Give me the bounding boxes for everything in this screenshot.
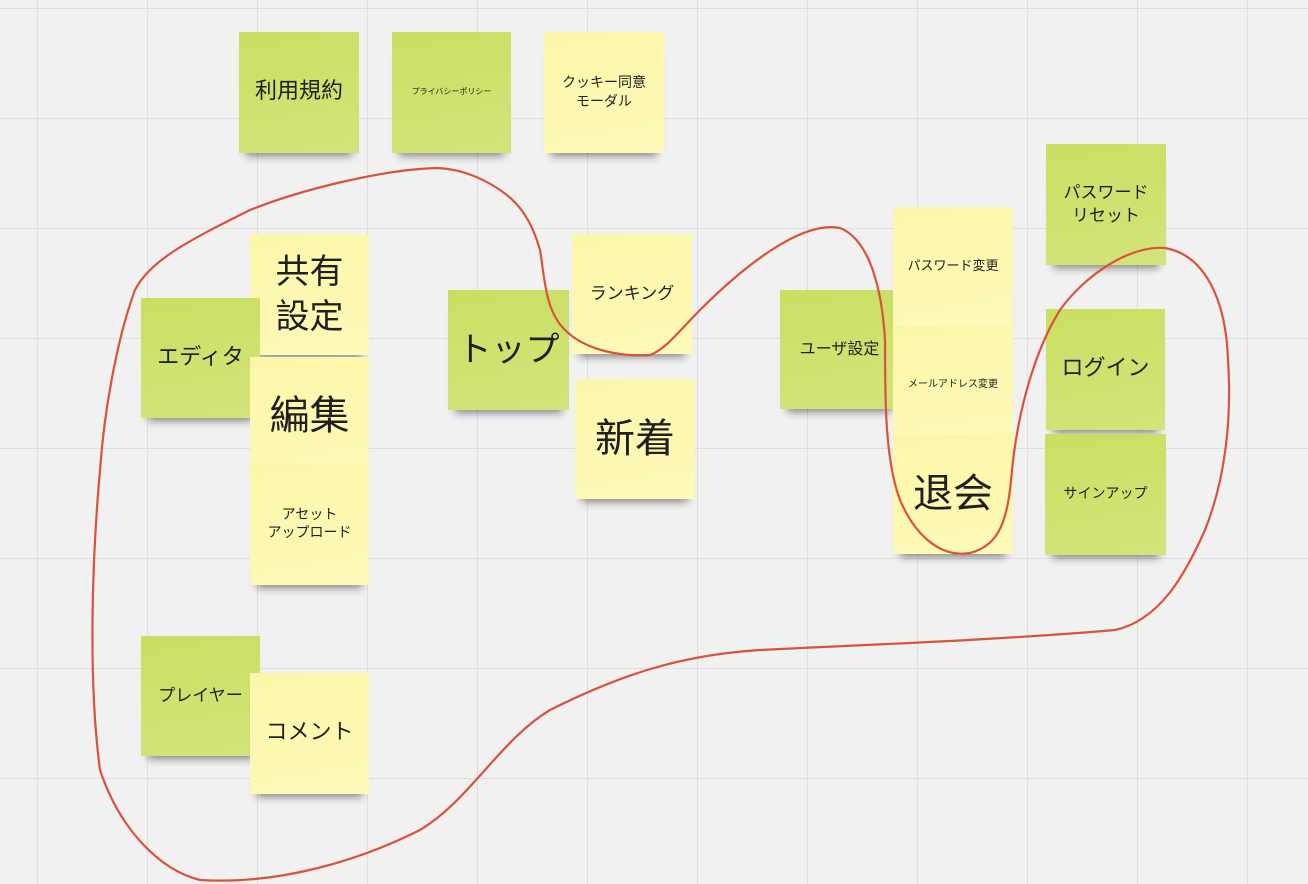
- sticky-note-new-arrivals[interactable]: 新着: [575, 379, 695, 499]
- sticky-note-text: プライバシーポリシー: [411, 87, 492, 97]
- sticky-note-text: クッキー同意 モーダル: [562, 75, 646, 110]
- sticky-note-privacy-policy[interactable]: プライバシーポリシー: [392, 32, 511, 153]
- sticky-note-signup[interactable]: サインアップ: [1045, 434, 1166, 555]
- sticky-note-asset-upload[interactable]: アセット アップロード: [250, 463, 369, 585]
- sticky-note-terms[interactable]: 利用規約: [239, 32, 359, 153]
- sticky-note-text: パスワード リセット: [1063, 183, 1149, 226]
- sticky-note-text: 編集: [269, 393, 350, 439]
- sticky-note-login[interactable]: ログイン: [1046, 309, 1165, 430]
- sticky-note-comment[interactable]: コメント: [250, 673, 369, 794]
- sticky-note-user-settings[interactable]: ユーザ設定: [780, 290, 899, 409]
- sticky-note-withdraw[interactable]: 退会: [893, 434, 1013, 554]
- sticky-note-share-settings[interactable]: 共有 設定: [250, 234, 369, 355]
- sticky-note-text: コメント: [265, 720, 354, 746]
- sticky-note-text: 共有 設定: [275, 252, 344, 337]
- sticky-note-text: ユーザ設定: [799, 339, 880, 359]
- sticky-note-editor[interactable]: エディタ: [141, 298, 260, 418]
- sticky-note-text: 利用規約: [254, 79, 343, 105]
- sticky-note-edit[interactable]: 編集: [250, 357, 369, 475]
- sticky-note-text: メールアドレス変更: [908, 378, 998, 390]
- sticky-note-ranking[interactable]: ランキング: [572, 234, 692, 354]
- sticky-note-cookie-consent[interactable]: クッキー同意 モーダル: [544, 32, 664, 153]
- sticky-note-text: ランキング: [589, 283, 675, 304]
- sticky-note-password-change[interactable]: パスワード変更: [893, 207, 1013, 327]
- sticky-note-text: 新着: [595, 416, 675, 462]
- sticky-note-text: プレイヤー: [158, 685, 243, 706]
- sticky-note-email-change[interactable]: メールアドレス変更: [893, 326, 1013, 442]
- sticky-note-player[interactable]: プレイヤー: [141, 636, 260, 756]
- sticky-note-text: 退会: [913, 471, 993, 517]
- sticky-note-text: ログイン: [1061, 356, 1150, 382]
- sticky-note-text: パスワード変更: [907, 258, 999, 274]
- sticky-note-top[interactable]: トップ: [448, 290, 569, 410]
- sticky-note-text: アセット アップロード: [267, 506, 352, 541]
- sticky-note-text: エディタ: [157, 344, 244, 370]
- sticky-note-password-reset[interactable]: パスワード リセット: [1046, 144, 1166, 265]
- sticky-note-text: サインアップ: [1063, 486, 1148, 503]
- sticky-note-text: トップ: [457, 329, 560, 370]
